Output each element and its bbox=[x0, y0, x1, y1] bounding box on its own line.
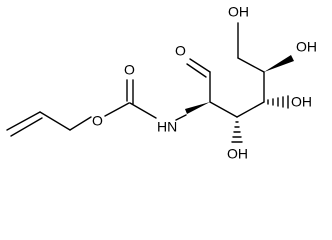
label-carbamate-carbonyl-o: O bbox=[124, 62, 135, 78]
label-nh: HN bbox=[157, 119, 177, 135]
sugar-chain bbox=[175, 22, 265, 121]
label-ester-o: O bbox=[92, 113, 103, 129]
bond-c3-c4 bbox=[236, 101, 265, 118]
bond-c-carbonyl-n bbox=[129, 102, 157, 119]
bond-c2-c3 bbox=[209, 101, 238, 118]
carbamate-group bbox=[104, 79, 157, 119]
bond-c1-o-aldehyde-double bbox=[186, 63, 207, 78]
label-c6-oh: OH bbox=[228, 4, 249, 20]
bond-c3-c2-allyl bbox=[6, 111, 41, 131]
bond-n-c2 bbox=[175, 114, 187, 121]
label-c4-oh: OH bbox=[291, 94, 312, 110]
wedge-c2-n bbox=[185, 102, 210, 114]
allyl-group bbox=[6, 111, 92, 137]
hash-c4-oh bbox=[267, 95, 289, 109]
structure-diagram: O O HN O OH OH OH OH bbox=[6, 4, 317, 162]
wedge-c5-oh bbox=[264, 55, 294, 72]
label-aldehyde-o: O bbox=[175, 43, 186, 59]
hashed-wedges bbox=[231, 95, 289, 143]
label-c3-oh: OH bbox=[227, 146, 248, 162]
bond-o-ester-c-carbonyl bbox=[104, 102, 130, 117]
label-c5-oh: OH bbox=[296, 39, 317, 55]
bond-c2-c1-allyl bbox=[39, 111, 71, 131]
hash-c3-oh bbox=[231, 121, 243, 143]
bond-c1-o-aldehyde bbox=[189, 58, 211, 73]
bond-c1-o-ester bbox=[69, 116, 92, 131]
bond-c3-c2-allyl-double bbox=[10, 117, 43, 137]
bond-c5-c6 bbox=[237, 57, 265, 73]
